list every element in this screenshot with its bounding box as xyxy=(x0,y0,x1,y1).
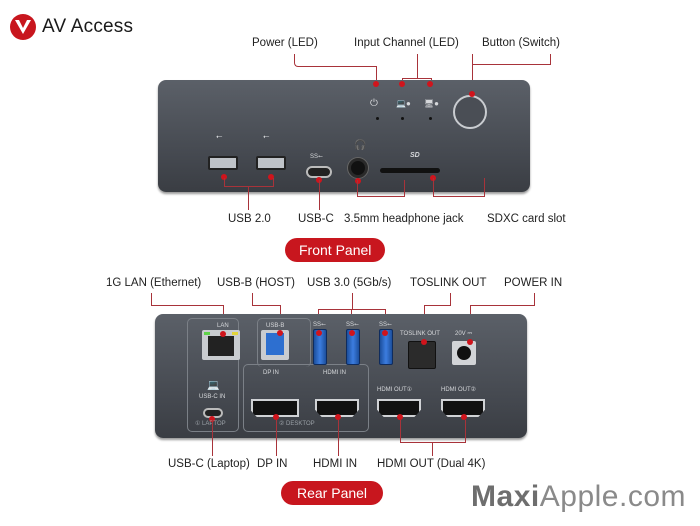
brand-logo: AV Access xyxy=(10,14,133,40)
label-lan: 1G LAN (Ethernet) xyxy=(106,277,202,289)
ss-usb-icon: SS⭠ xyxy=(313,322,326,328)
label-usbc-laptop: USB-C (Laptop) xyxy=(168,458,250,470)
usbb-marking: USB-B xyxy=(266,323,285,329)
toslink-marking: TOSLINK OUT xyxy=(400,331,440,337)
power-marking: 20V ⎓ xyxy=(455,331,473,337)
av-access-logo-icon xyxy=(10,14,36,40)
usb2-port-1[interactable] xyxy=(208,156,238,170)
power-in-port[interactable] xyxy=(452,341,476,365)
label-toslink: TOSLINK OUT xyxy=(410,277,487,289)
label-sdxc-slot: SDXC card slot xyxy=(487,213,566,225)
label-headphone-jack: 3.5mm headphone jack xyxy=(344,213,464,225)
rear-panel-badge: Rear Panel xyxy=(281,481,384,505)
laptop-icon: 💻 xyxy=(207,380,220,391)
usb-icon: ⭠ xyxy=(263,132,270,141)
label-input-channel-led: Input Channel (LED) xyxy=(354,37,459,49)
desktop-channel-icon: 🖥● xyxy=(424,99,439,108)
usb3-port-2[interactable] xyxy=(346,329,360,365)
switch-button[interactable] xyxy=(453,95,487,129)
label-usb2: USB 2.0 xyxy=(228,213,271,225)
watermark-rest: Apple.com xyxy=(539,480,686,513)
sdxc-card-slot[interactable] xyxy=(380,168,440,173)
hdmi-out-2-marking: HDMI OUT② xyxy=(441,387,477,393)
label-power-led: Power (LED) xyxy=(252,37,318,49)
laptop-marking: ① LAPTOP xyxy=(195,421,226,427)
label-hdmi-in: HDMI IN xyxy=(313,458,358,470)
lan-marking: LAN xyxy=(217,323,229,329)
laptop-channel-icon: 💻● xyxy=(396,99,411,108)
ss-usb-icon: SS⭠ xyxy=(310,154,323,160)
desktop-marking: ② DESKTOP xyxy=(279,421,315,427)
desktop-video-group xyxy=(243,364,369,432)
label-dp-in: DP IN xyxy=(257,458,288,470)
ss-usb-icon: SS⭠ xyxy=(379,322,392,328)
rear-panel-device: LAN USB-B SS⭠ SS⭠ SS⭠ TOSLINK OUT 20V ⎓ … xyxy=(155,314,527,438)
sd-logo: SD xyxy=(410,152,420,159)
label-usb3: USB 3.0 (5Gb/s) xyxy=(307,277,392,289)
front-panel-badge: Front Panel xyxy=(285,238,386,262)
power-icon: ⏻ xyxy=(370,98,378,109)
toslink-out-port[interactable] xyxy=(408,341,436,369)
input-led-2 xyxy=(429,117,432,120)
usb3-port-3[interactable] xyxy=(379,329,393,365)
watermark: MaxiApple.com xyxy=(471,480,686,514)
hdmi-in-marking: HDMI IN xyxy=(323,370,346,376)
input-led-1 xyxy=(401,117,404,120)
laptop-port-group xyxy=(187,318,239,432)
headphone-icon: 🎧 xyxy=(354,140,367,151)
usb3-port-1[interactable] xyxy=(313,329,327,365)
usbc-in-marking: USB-C IN xyxy=(199,394,226,400)
label-usbc: USB-C xyxy=(298,213,334,225)
label-power-in: POWER IN xyxy=(504,277,563,289)
power-led xyxy=(376,117,379,120)
label-button-switch: Button (Switch) xyxy=(482,37,560,49)
ss-usb-icon: SS⭠ xyxy=(346,322,359,328)
brand-name: AV Access xyxy=(42,16,134,37)
dp-in-marking: DP IN xyxy=(263,370,279,376)
label-usbb: USB-B (HOST) xyxy=(217,277,295,289)
hdmi-out-1-marking: HDMI OUT① xyxy=(377,387,413,393)
front-panel-device: ⏻ 💻● 🖥● ⭠ ⭠ SS⭠ 🎧 SD xyxy=(158,80,530,192)
headphone-jack[interactable] xyxy=(348,158,368,178)
desktop-usbb-group xyxy=(257,318,311,367)
usb2-port-2[interactable] xyxy=(256,156,286,170)
usbb-host-port[interactable] xyxy=(261,330,289,360)
usb-icon: ⭠ xyxy=(216,132,223,141)
watermark-bold: Maxi xyxy=(471,480,540,513)
label-hdmi-out: HDMI OUT (Dual 4K) xyxy=(377,458,486,470)
